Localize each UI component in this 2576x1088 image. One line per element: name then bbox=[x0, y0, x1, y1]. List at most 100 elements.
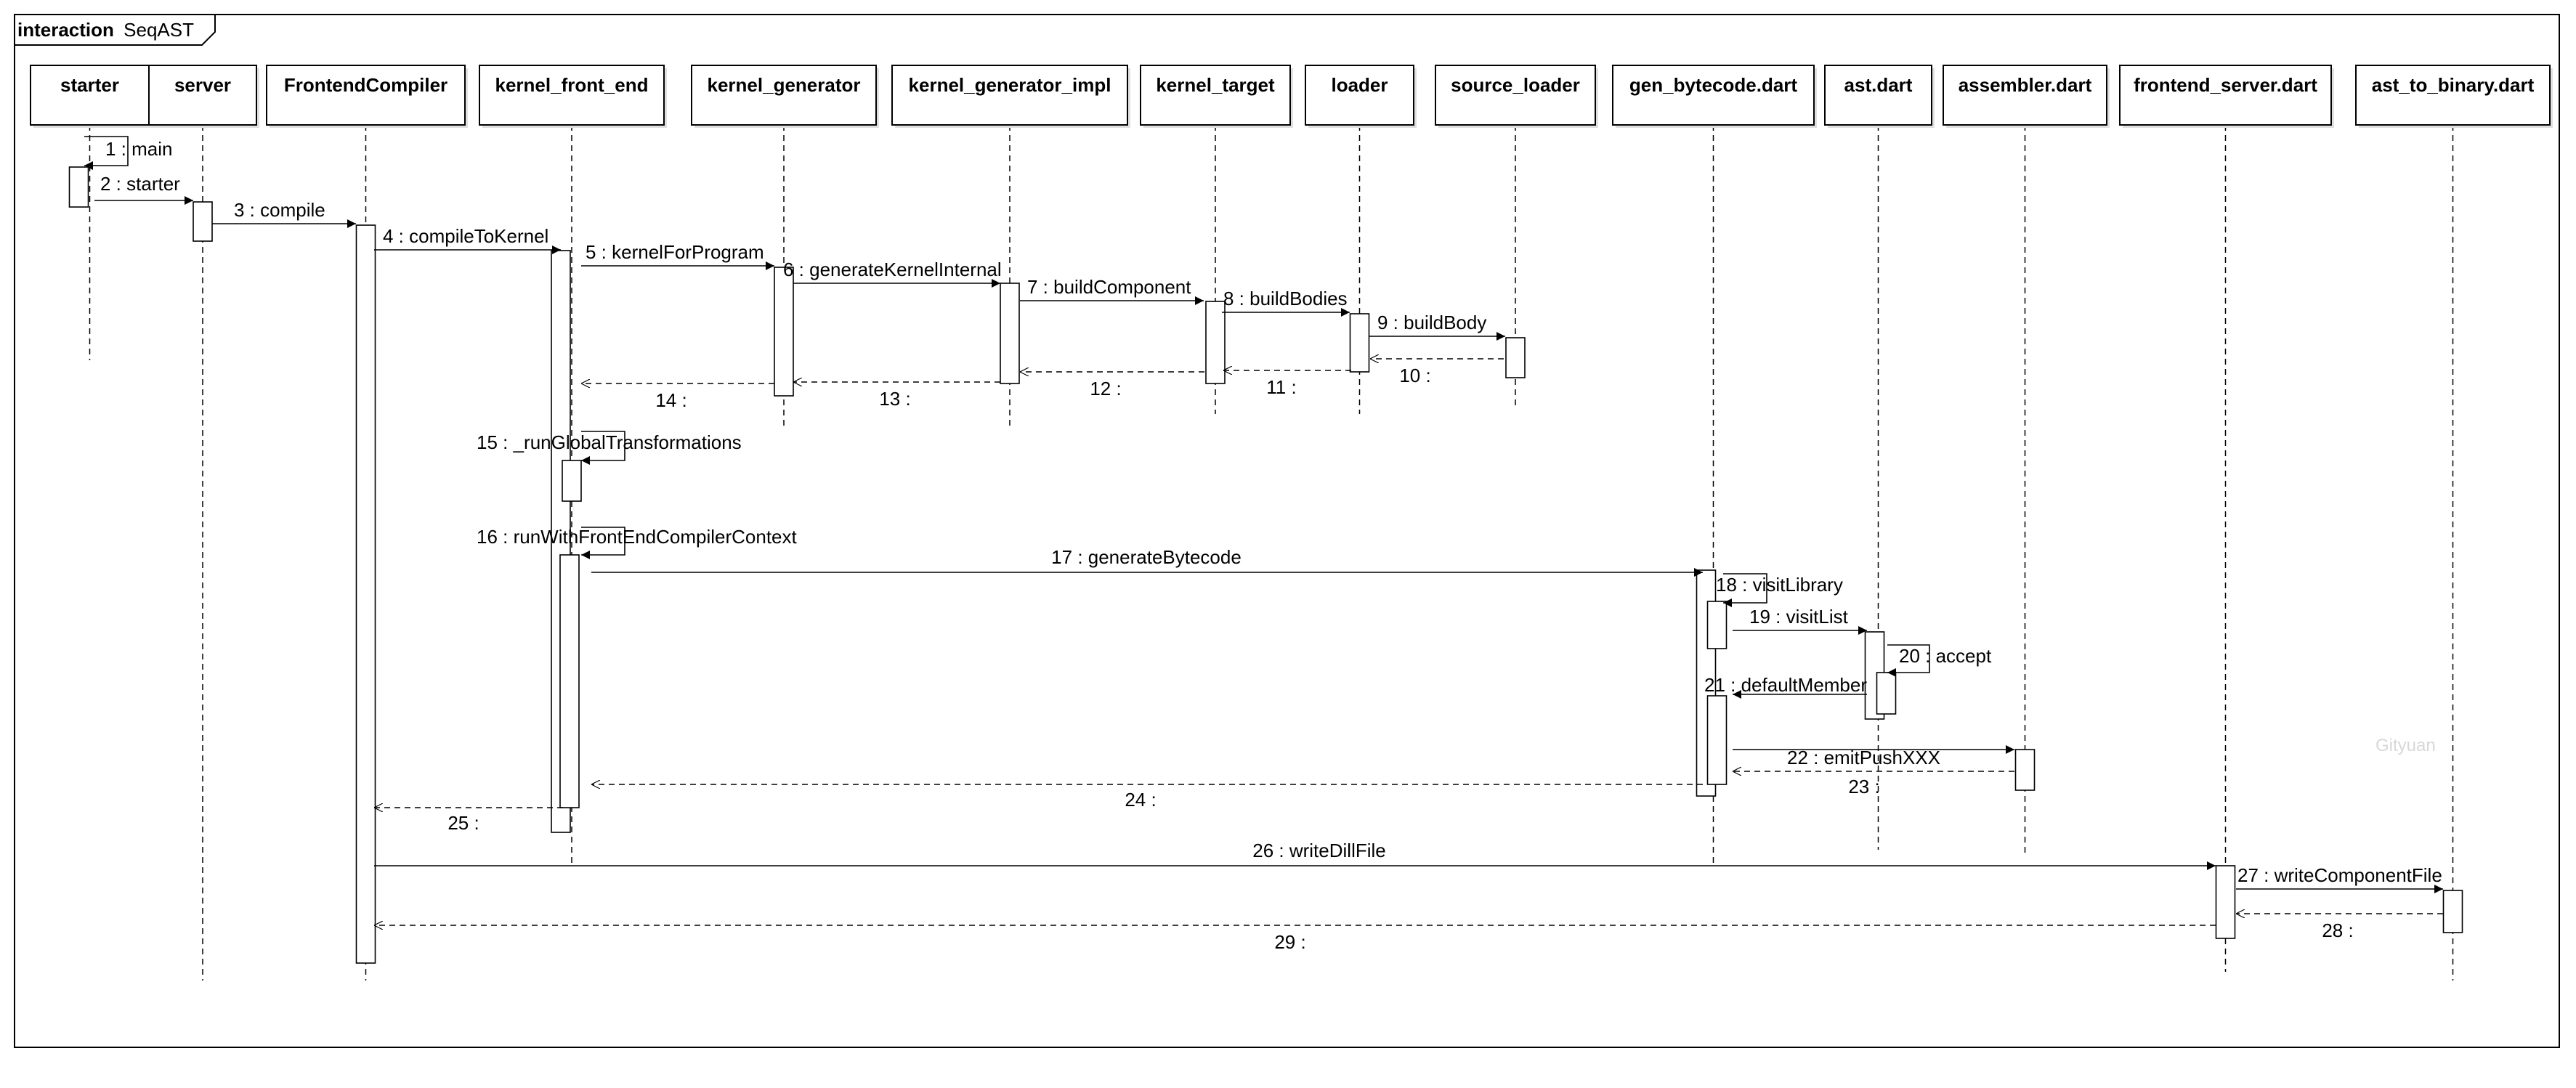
participant-server: server bbox=[148, 65, 259, 128]
message-label: 11 : bbox=[1266, 376, 1296, 398]
participant-box bbox=[691, 65, 877, 126]
message-12: 12 : bbox=[1020, 372, 1204, 399]
activation-bar bbox=[1205, 301, 1226, 384]
message-8: 8 : buildBodies bbox=[1222, 288, 1350, 317]
message-14: 14 : bbox=[581, 383, 774, 411]
participant-box bbox=[2119, 65, 2332, 126]
message-7: 7 : buildComponent bbox=[1020, 276, 1204, 305]
participant-box bbox=[1824, 65, 1932, 126]
participant-label: kernel_front_end bbox=[495, 74, 649, 96]
message-13: 13 : bbox=[793, 382, 1000, 410]
participant-kernel_generator_impl: kernel_generator_impl bbox=[891, 65, 1130, 128]
activation-bar bbox=[2014, 749, 2036, 791]
participant-box bbox=[1435, 65, 1596, 126]
frame-keyword: interaction bbox=[17, 19, 114, 41]
message-label: 7 : buildComponent bbox=[1027, 276, 1191, 298]
message-label: 2 : starter bbox=[100, 173, 180, 195]
frame-title: interaction SeqAST bbox=[17, 19, 194, 41]
message-label: 8 : buildBodies bbox=[1223, 288, 1348, 309]
participant-starter: starter bbox=[30, 65, 152, 128]
message-15: 15 : _runGlobalTransformations bbox=[477, 431, 742, 465]
message-17: 17 : generateBytecode bbox=[591, 546, 1703, 577]
participant-label: assembler.dart bbox=[1959, 74, 2092, 96]
participant-box bbox=[1140, 65, 1291, 126]
participant-box bbox=[2355, 65, 2551, 126]
message-label: 9 : buildBody bbox=[1377, 312, 1486, 333]
message-label: 16 : runWithFrontEndCompilerContext bbox=[477, 526, 798, 548]
participant-box bbox=[891, 65, 1128, 126]
participant-box bbox=[30, 65, 150, 126]
participant-heads: starter server FrontendCompiler kernel_fron… bbox=[30, 65, 2553, 128]
participant-label: FrontendCompiler bbox=[284, 74, 447, 96]
message-1: 1 : main bbox=[84, 136, 173, 170]
watermark: Gityuan bbox=[2375, 736, 2436, 755]
participant-box bbox=[1305, 65, 1414, 126]
participant-kernel_target: kernel_target bbox=[1140, 65, 1293, 128]
activation-bar bbox=[1000, 283, 1020, 384]
activation-bar bbox=[562, 460, 582, 502]
message-25: 25 : bbox=[374, 808, 563, 834]
message-label: 15 : _runGlobalTransformations bbox=[477, 431, 742, 453]
frame-name: SeqAST bbox=[123, 19, 194, 41]
activation-bar bbox=[355, 224, 376, 964]
message-19: 19 : visitList bbox=[1733, 606, 1867, 635]
participant-source_loader: source_loader bbox=[1435, 65, 1598, 128]
message-9: 9 : buildBody bbox=[1369, 312, 1505, 341]
message-22: 22 : emitPushXXX bbox=[1733, 745, 2014, 768]
message-label: 27 : writeComponentFile bbox=[2237, 864, 2442, 886]
message-label: 26 : writeDillFile bbox=[1252, 840, 1386, 861]
participant-ast: ast.dart bbox=[1824, 65, 1935, 128]
activation-bar bbox=[68, 166, 89, 208]
participant-label: kernel_target bbox=[1156, 74, 1275, 96]
participant-label: ast_to_binary.dart bbox=[2372, 74, 2535, 96]
message-10: 10 : bbox=[1370, 359, 1504, 386]
message-label: 25 : bbox=[447, 812, 479, 834]
frame-title-tab bbox=[15, 15, 216, 46]
message-6: 6 : generateKernelInternal bbox=[783, 259, 1002, 288]
message-24: 24 : bbox=[591, 784, 1703, 811]
participant-box bbox=[479, 65, 665, 126]
participant-loader: loader bbox=[1305, 65, 1417, 128]
activations bbox=[68, 166, 2463, 964]
participant-label: starter bbox=[60, 74, 119, 96]
message-21: 21 : defaultMember bbox=[1704, 674, 1867, 699]
participant-label: kernel_generator_impl bbox=[909, 74, 1111, 96]
message-29: 29 : bbox=[374, 925, 2216, 953]
activation-bar bbox=[2215, 865, 2236, 939]
activation-bar bbox=[774, 267, 794, 397]
message-label: 17 : generateBytecode bbox=[1051, 546, 1242, 568]
participant-label: source_loader bbox=[1451, 74, 1580, 96]
activation-bar bbox=[2442, 890, 2463, 933]
message-20: 20 : accept bbox=[1887, 644, 1992, 677]
message-label: 20 : accept bbox=[1899, 645, 1992, 667]
message-label: 22 : emitPushXXX bbox=[1787, 747, 1940, 768]
participant-ast_to_binary: ast_to_binary.dart bbox=[2355, 65, 2553, 128]
message-3: 3 : compile bbox=[212, 199, 356, 228]
participant-label: loader bbox=[1331, 74, 1388, 96]
message-2: 2 : starter bbox=[94, 173, 193, 205]
message-label: 21 : defaultMember bbox=[1704, 674, 1867, 696]
activation-bar bbox=[1876, 672, 1897, 715]
message-label: 5 : kernelForProgram bbox=[586, 241, 764, 263]
activation-bar bbox=[559, 554, 580, 808]
self-message-arrow bbox=[581, 431, 625, 465]
message-26: 26 : writeDillFile bbox=[374, 840, 2216, 870]
participant-box bbox=[1612, 65, 1815, 126]
participant-label: server bbox=[174, 74, 231, 96]
activation-bar bbox=[1706, 695, 1728, 785]
participant-frontend_server: frontend_server.dart bbox=[2119, 65, 2334, 128]
participant-label: gen_bytecode.dart bbox=[1629, 74, 1798, 96]
activation-bar bbox=[1349, 313, 1370, 373]
self-message-arrow bbox=[581, 527, 625, 559]
participant-assembler: assembler.dart bbox=[1943, 65, 2110, 128]
activation-bar bbox=[1505, 337, 1526, 378]
participant-label: kernel_generator bbox=[708, 74, 861, 96]
message-label: 24 : bbox=[1125, 789, 1156, 811]
self-message-arrow bbox=[1887, 644, 1930, 677]
participant-kernel_front_end: kernel_front_end bbox=[479, 65, 667, 128]
participant-label: frontend_server.dart bbox=[2134, 74, 2317, 96]
activation-bar bbox=[1706, 601, 1728, 649]
participant-kernel_generator: kernel_generator bbox=[691, 65, 879, 128]
message-27: 27 : writeComponentFile bbox=[2236, 864, 2443, 893]
message-label: 28 : bbox=[2322, 919, 2353, 941]
